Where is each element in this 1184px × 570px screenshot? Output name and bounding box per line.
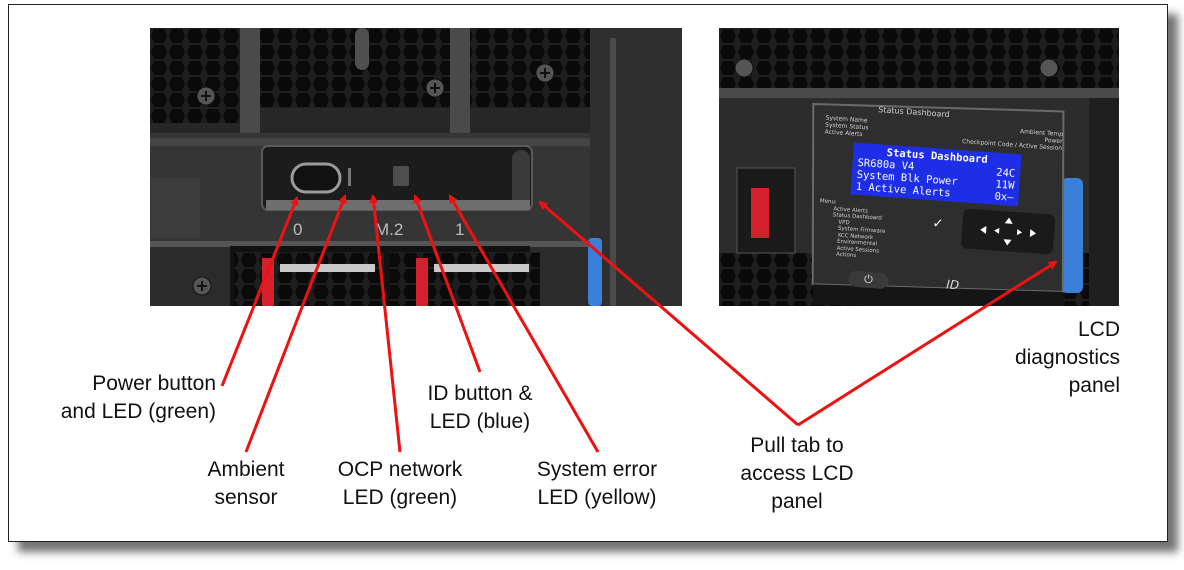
label-line: access LCD [740, 462, 854, 485]
label-line: OCP network [337, 458, 463, 481]
front-panel-photo: 0 M.2 1 [150, 28, 682, 306]
arrow-keys-icon [980, 217, 1037, 246]
label-ocp-network-led: OCP network LED (green) [316, 456, 484, 512]
lcd-panel-face: Status Dashboard System Name System Stat… [805, 98, 1078, 306]
label-line: Ambient [207, 458, 285, 481]
nav-pad[interactable] [960, 208, 1056, 255]
lcd-panel-header: Status Dashboard [878, 105, 950, 120]
label-line: Pull tab to [750, 434, 844, 457]
label-line: LED (green) [342, 486, 458, 509]
check-button[interactable]: ✓ [931, 216, 944, 232]
label-power-button: Power button and LED (green) [40, 370, 216, 426]
label-system-error-led: System error LED (yellow) [510, 456, 684, 512]
lcd-info-right: Ambient Temp Power Checkpoint Code / Act… [962, 124, 1063, 152]
label-line: panel [1068, 374, 1120, 397]
lcd-info-left: System Name System Status Active Alerts [824, 115, 869, 139]
lcd-row-value: 0x— [994, 190, 1014, 204]
label-line: LED (blue) [429, 410, 531, 433]
lcd-id-button[interactable]: ID [945, 277, 960, 293]
label-line: panel [771, 490, 823, 513]
label-pull-tab: Pull tab to access LCD panel [712, 432, 882, 516]
label-ambient-sensor: Ambient sensor [186, 456, 306, 512]
label-line: ID button & [427, 382, 533, 405]
bay-label-m2: M.2 [375, 220, 403, 239]
label-line: diagnostics [1014, 346, 1120, 369]
label-id-button: ID button & LED (blue) [400, 380, 560, 436]
bay-label-1: 1 [455, 220, 464, 239]
label-line: and LED (green) [60, 400, 216, 423]
lcd-menu: Menu: Active Alerts Status Dashboard VPD… [816, 198, 887, 261]
lcd-power-button[interactable]: ⏻ [847, 270, 889, 290]
label-line: LED (yellow) [537, 486, 657, 509]
label-lcd-diagnostics-panel: LCD diagnostics panel [960, 316, 1120, 400]
label-line: sensor [214, 486, 278, 509]
lcd-panel-photo: Status Dashboard System Name System Stat… [719, 28, 1119, 306]
label-line: Power button [92, 372, 216, 395]
bay-label-0: 0 [293, 220, 302, 239]
label-line: LCD [1077, 318, 1120, 341]
label-line: System error [536, 458, 658, 481]
